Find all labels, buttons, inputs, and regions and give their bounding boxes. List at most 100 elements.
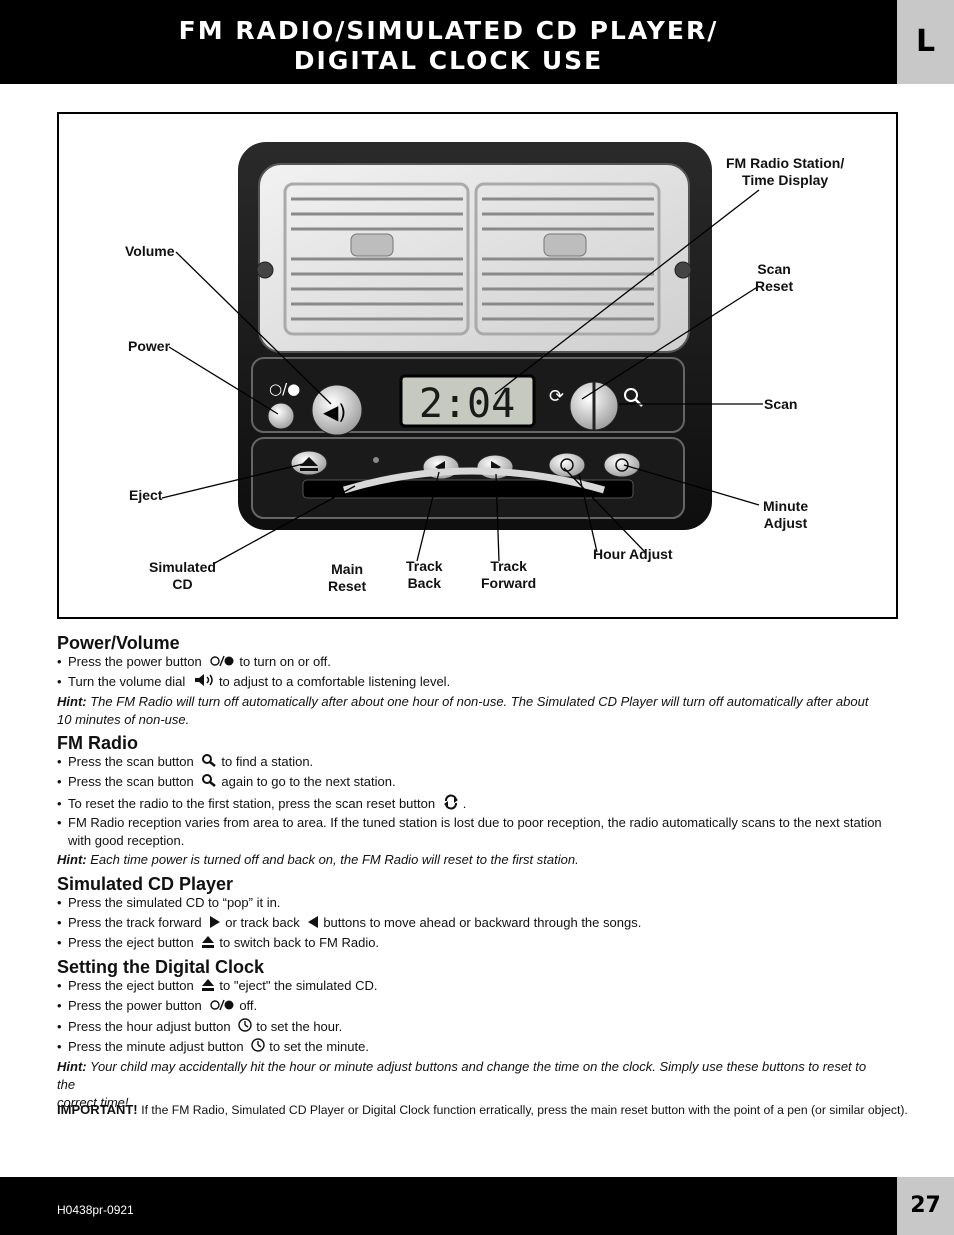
label-fm-station: FM Radio Station/ Time Display — [726, 155, 844, 189]
label-main-reset-l2: Reset — [328, 578, 367, 594]
text: FM Radio reception varies from area to a… — [68, 815, 882, 830]
bullet-cd-3: •Press the eject button to switch back t… — [57, 934, 379, 953]
hint-label: Hint: — [57, 694, 87, 709]
text: buttons to move ahead or backward throug… — [323, 915, 642, 930]
important-note: IMPORTANT! If the FM Radio, Simulated CD… — [57, 1101, 917, 1119]
bullet-fm-1: •Press the scan button to find a station… — [57, 753, 313, 772]
text: Press the power button — [68, 998, 202, 1013]
simulated-cd — [342, 467, 605, 494]
clock-icon — [238, 1018, 252, 1037]
text: to switch back to FM Radio. — [219, 935, 380, 950]
text: to "eject" the simulated CD. — [219, 978, 378, 993]
label-main-reset: Main Reset — [328, 561, 366, 595]
scan-icon — [201, 773, 217, 792]
bullet-fm-4: •FM Radio reception varies from area to … — [57, 815, 882, 848]
scan-icon — [201, 753, 217, 772]
text: Press the scan button — [68, 754, 194, 769]
hint-clock: Hint: Your child may accidentally hit th… — [57, 1058, 887, 1112]
page-footer: H0438pr-0921 — [0, 1177, 897, 1235]
label-fm-station-l2: Time Display — [742, 172, 829, 188]
section-letter: L — [915, 24, 936, 59]
text: Press the minute adjust button — [68, 1039, 244, 1054]
text: Your child may accidentally hit the hour… — [57, 1059, 867, 1092]
text: To reset the radio to the first station,… — [68, 795, 436, 811]
bullet-fm-2: •Press the scan button again to go to th… — [57, 773, 396, 792]
bullet-cd-1: •Press the simulated CD to “pop” it in. — [57, 895, 281, 910]
text: Press the power button — [68, 654, 202, 669]
text: 10 minutes of non-use. — [57, 712, 190, 727]
doc-code: H0438pr-0921 — [57, 1203, 134, 1217]
svg-text:⟳: ⟳ — [549, 386, 564, 407]
volume-icon — [193, 673, 215, 692]
power-button — [267, 402, 295, 430]
text: If the FM Radio, Simulated CD Player or … — [141, 1103, 908, 1117]
label-minute-l1: Minute — [763, 498, 809, 514]
svg-text:◀): ◀) — [323, 400, 346, 424]
power-icon — [209, 654, 235, 672]
label-simulated-cd: Simulated CD — [149, 559, 216, 593]
text: Press the eject button — [68, 978, 194, 993]
label-minute-l2: Adjust — [763, 515, 808, 531]
radio-diagram: ○/● ◀) 2:04 ⟳ — [57, 112, 898, 619]
bullet-clock-4: •Press the minute adjust button to set t… — [57, 1038, 369, 1057]
label-scan-reset-l2: Reset — [755, 278, 794, 294]
text: to turn on or off. — [239, 654, 331, 669]
page-title-line1: FM RADIO/SIMULATED CD PLAYER/ — [178, 16, 719, 45]
power-icon — [209, 998, 235, 1016]
hint-fm: Hint: Each time power is turned off and … — [57, 851, 887, 869]
bullet-power: •Press the power button to turn on or of… — [57, 653, 331, 672]
text: to find a station. — [221, 754, 314, 769]
label-track-fwd-l1: Track — [490, 558, 527, 574]
heading-power-volume: Power/Volume — [57, 633, 180, 653]
section-tab: L — [897, 0, 954, 84]
label-eject: Eject — [129, 487, 163, 503]
label-main-reset-l1: Main — [331, 561, 364, 577]
important-label: IMPORTANT! — [57, 1102, 138, 1117]
text: Press the scan button — [68, 774, 194, 789]
text: Turn the volume dial — [68, 674, 186, 689]
hint-label: Hint: — [57, 1059, 87, 1074]
bullet-clock-2: •Press the power button off. — [57, 997, 257, 1016]
clock-icon — [251, 1038, 265, 1057]
track-back-icon — [307, 915, 319, 933]
radio-illustration: ○/● ◀) 2:04 ⟳ — [161, 142, 763, 565]
label-track-fwd-l2: Forward — [481, 575, 537, 591]
page-number: 27 — [910, 1193, 941, 1218]
label-hour-adjust: Hour Adjust — [593, 546, 673, 562]
lcd-time: 2:04 — [419, 381, 515, 427]
text: again to go to the next station. — [221, 774, 396, 789]
svg-text:○/●: ○/● — [269, 380, 300, 398]
page-title-line2: DIGITAL CLOCK USE — [293, 46, 604, 75]
hint-power: Hint: The FM Radio will turn off automat… — [57, 693, 887, 729]
eject-icon — [201, 978, 215, 996]
label-scan-reset-l1: Scan — [757, 261, 791, 277]
label-sim-cd-l2: CD — [172, 576, 193, 592]
text: to set the minute. — [269, 1039, 369, 1054]
bullet-cd-2: •Press the track forward or track back b… — [57, 914, 641, 933]
text: Press the track forward — [68, 915, 202, 930]
label-volume: Volume — [125, 243, 175, 259]
label-track-back-l2: Back — [407, 575, 442, 591]
bullet-volume: •Turn the volume dial to adjust to a com… — [57, 673, 450, 692]
text: off. — [239, 998, 258, 1013]
text: . — [462, 795, 467, 811]
eject-icon — [201, 935, 215, 953]
text: correct time! — [57, 1095, 129, 1110]
label-track-back: Track Back — [406, 558, 443, 592]
bullet-clock-1: •Press the eject button to "eject" the s… — [57, 977, 377, 996]
label-minute-adjust: Minute Adjust — [763, 498, 808, 532]
label-fm-station-l1: FM Radio Station/ — [726, 155, 845, 171]
lcd-display — [399, 374, 536, 428]
text: Each time power is turned off and back o… — [90, 852, 579, 867]
label-scan: Scan — [764, 396, 798, 412]
text: to set the hour. — [256, 1019, 343, 1034]
cd-slot — [302, 479, 634, 499]
minute-adjust-button — [603, 452, 641, 478]
label-track-forward: Track Forward — [481, 558, 536, 592]
text: Press the simulated CD to “pop” it in. — [68, 895, 281, 910]
label-track-back-l1: Track — [406, 558, 443, 574]
track-forward-icon — [209, 915, 221, 933]
page-header: FM RADIO/SIMULATED CD PLAYER/ DIGITAL CL… — [0, 0, 897, 84]
bullet-fm-3: •To reset the radio to the first station… — [57, 794, 466, 815]
hour-adjust-button — [548, 452, 586, 478]
